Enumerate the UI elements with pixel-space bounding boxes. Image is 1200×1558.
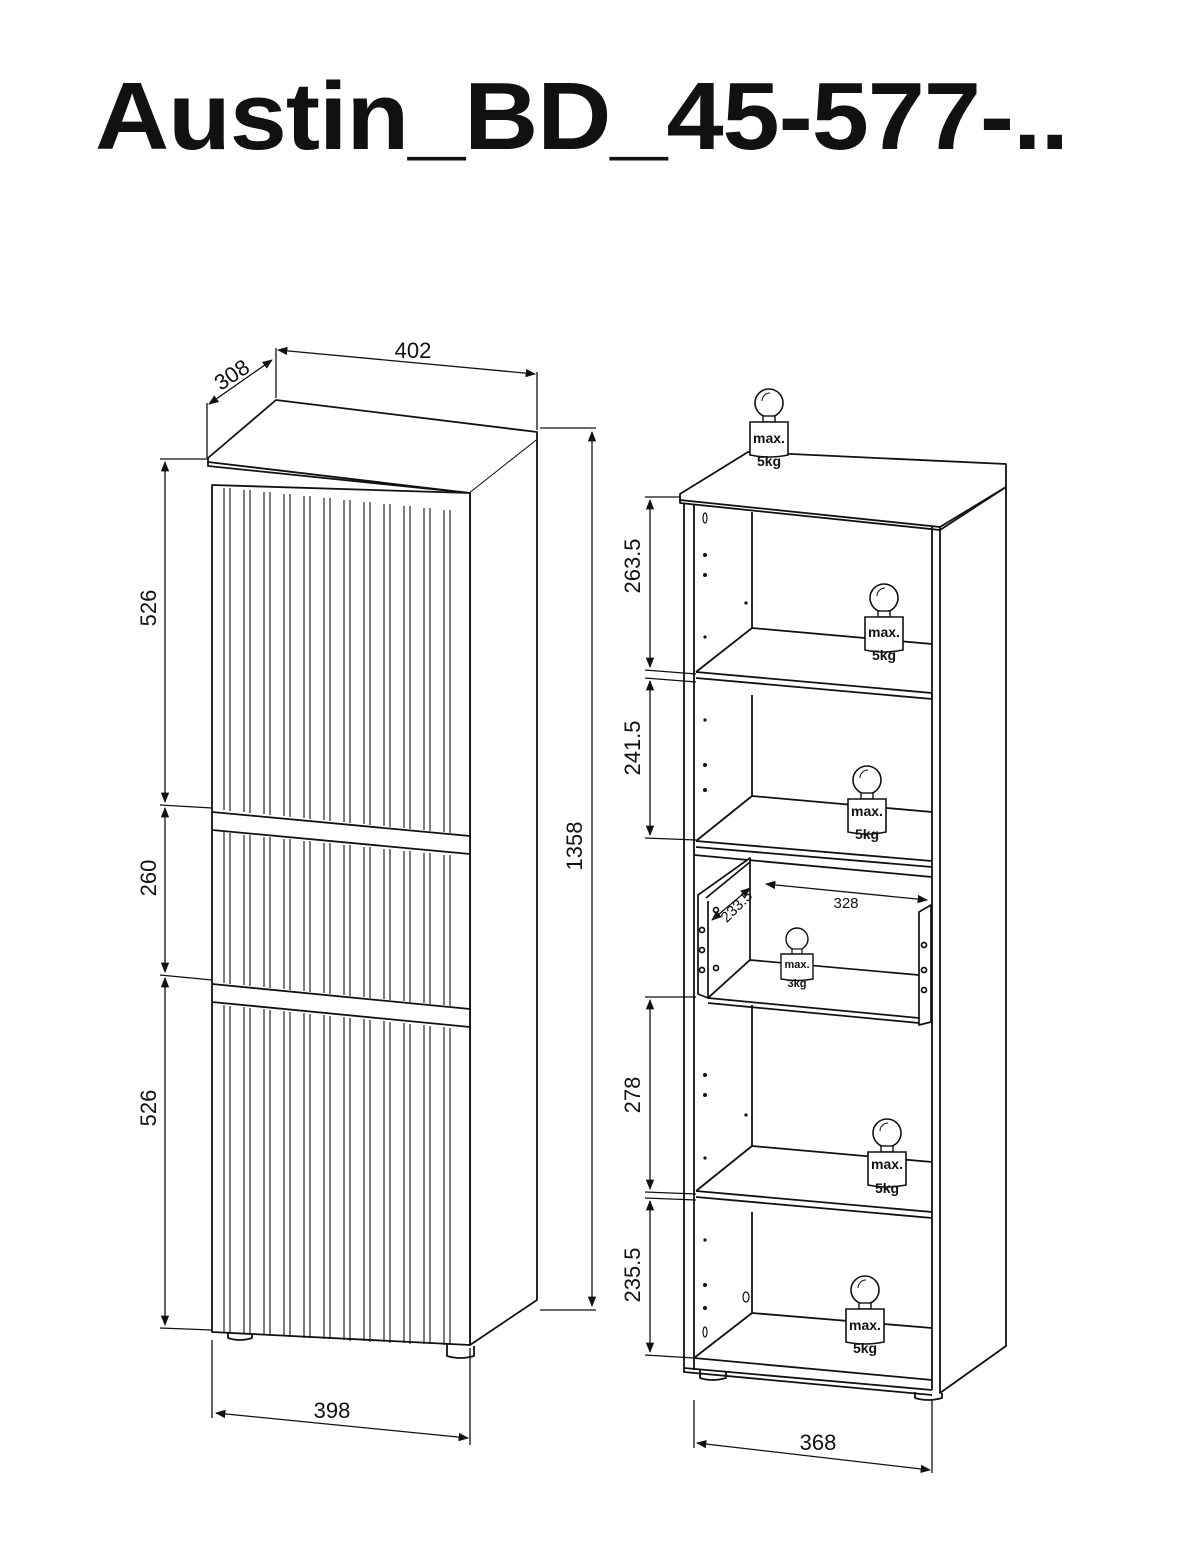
svg-text:5kg: 5kg: [855, 826, 879, 842]
weight-icon: max. 5kg: [749, 388, 789, 469]
svg-text:5kg: 5kg: [875, 1180, 899, 1196]
compartment-5-label: 235.5: [620, 1247, 645, 1302]
door-lower-label: 526: [136, 1090, 161, 1127]
weight-icon: max. 5kg: [847, 765, 887, 842]
svg-text:3kg: 3kg: [788, 978, 807, 990]
shelf-pin-holes: [703, 553, 748, 1310]
open-dimension-lines: [644, 496, 933, 1474]
compartment-4-label: 278: [620, 1077, 645, 1114]
width-front-label: 398: [314, 1398, 351, 1423]
svg-text:max.: max.: [868, 624, 900, 640]
door-upper-label: 526: [136, 590, 161, 627]
screw-holes: [702, 512, 750, 1338]
weight-icon: max. 5kg: [845, 1275, 885, 1356]
closed-cabinet: [207, 399, 538, 1359]
inner-width-label: 368: [800, 1430, 837, 1455]
svg-text:max.: max.: [871, 1156, 903, 1172]
weight-icon: max. 3kg: [780, 927, 814, 990]
drawer-width-label: 328: [833, 895, 858, 912]
door-flutes: [223, 488, 451, 1345]
svg-text:max.: max.: [753, 430, 785, 446]
svg-text:max.: max.: [851, 803, 883, 819]
page-title: Austin_BD_45-577-..: [95, 63, 1069, 170]
svg-text:5kg: 5kg: [757, 453, 781, 469]
svg-text:max.: max.: [784, 959, 809, 971]
open-cabinet: [679, 451, 1007, 1401]
compartment-2-label: 241.5: [620, 720, 645, 775]
closed-dimension-lines: [159, 346, 597, 1445]
drawer: [697, 857, 932, 1026]
compartment-1-label: 263.5: [620, 538, 645, 593]
weight-icon: max. 5kg: [864, 583, 904, 663]
svg-text:max.: max.: [849, 1317, 881, 1333]
depth-label: 308: [210, 354, 254, 395]
height-total-label: 1358: [562, 822, 587, 871]
weight-icon: max. 5kg: [867, 1118, 907, 1196]
door-middle-label: 260: [136, 860, 161, 897]
svg-text:5kg: 5kg: [853, 1340, 877, 1356]
width-top-label: 402: [395, 338, 432, 363]
svg-text:5kg: 5kg: [872, 647, 896, 663]
